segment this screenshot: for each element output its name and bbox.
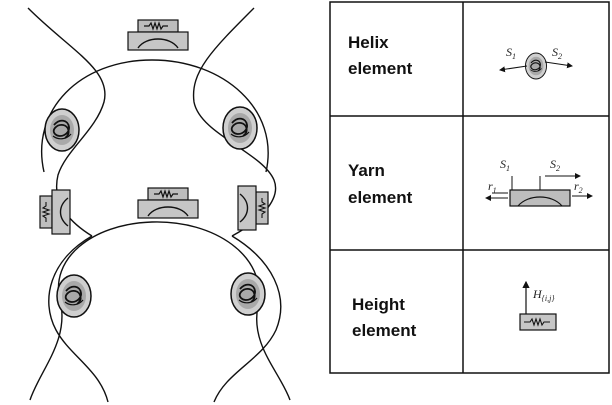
yarn-curve-bottom-left xyxy=(48,235,109,403)
legend-yarn-symbol: S1 S2 r1 r2 xyxy=(485,157,593,207)
legend-yarn-label-line1: Yarn xyxy=(348,161,385,180)
legend-height-label-line1: Height xyxy=(352,295,405,314)
helix-s1-label: S1 xyxy=(506,45,516,61)
knit-loop-diagram xyxy=(27,7,291,403)
legend-helix-label-line2: element xyxy=(348,59,413,78)
yarn-element-top xyxy=(127,19,189,51)
legend-helix-symbol: S1 S2 xyxy=(499,45,573,80)
legend-yarn-label-line2: element xyxy=(348,188,413,207)
legend-helix-label-line1: Helix xyxy=(348,33,389,52)
yarn-element-middle xyxy=(137,187,199,219)
yarn-element-left xyxy=(39,189,71,235)
helix-element-lower-left xyxy=(56,274,92,318)
yarn-s2-label: S2 xyxy=(550,157,560,173)
helix-s2-label: S2 xyxy=(552,45,562,61)
yarn-r2-label: r2 xyxy=(574,179,583,195)
helix-element-lower-right xyxy=(230,272,266,316)
legend-height-label-line2: element xyxy=(352,321,417,340)
yarn-element-right xyxy=(237,185,269,231)
yarn-s1-label: S1 xyxy=(500,157,510,173)
yarn-curve-bottom-inner-left xyxy=(29,299,63,401)
yarn-loop-lower xyxy=(57,221,260,307)
helix-element-upper-left xyxy=(44,108,80,152)
legend-height-symbol: H{i,j} xyxy=(519,280,557,331)
yarn-curve-bottom-inner-right xyxy=(256,305,291,401)
height-h-label: H{i,j} xyxy=(532,287,555,303)
yarn-r1-label: r1 xyxy=(488,179,497,195)
legend-table: Helix element S1 S2 Yarn element xyxy=(329,1,610,374)
helix-element-upper-right xyxy=(222,106,258,150)
yarn-curve-bottom-right xyxy=(213,235,282,403)
